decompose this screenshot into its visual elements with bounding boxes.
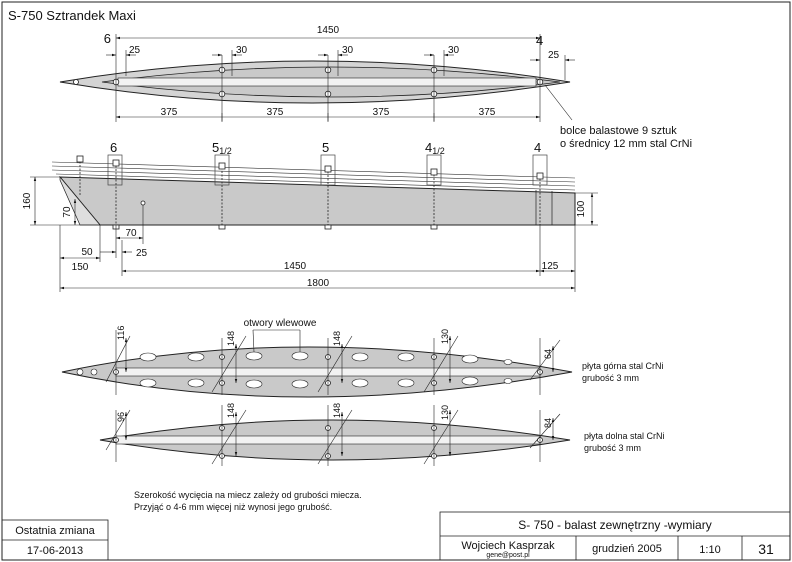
top-dim-375: 375 xyxy=(373,107,390,118)
upper-dim-148: 148 xyxy=(226,331,236,346)
lower-plate-note-1: płyta dolna stal CrNi xyxy=(584,431,665,441)
remark-line-1: Szerokość wycięcia na miecz zależy od gr… xyxy=(134,490,362,500)
drawing-title: S-750 Sztrandek Maxi xyxy=(8,8,136,23)
lower-dim-130: 130 xyxy=(440,405,450,420)
title-block-heading: S- 750 - balast zewnętrzny -wymiary xyxy=(518,518,711,532)
side-station-4: 4 xyxy=(534,140,541,155)
lower-plate-note-2: grubość 3 mm xyxy=(584,443,641,453)
upper-dim-130: 130 xyxy=(440,329,450,344)
side-dim-50: 50 xyxy=(81,247,93,258)
top-dim-30-a: 30 xyxy=(236,45,248,56)
side-view: 6 51/2 5 41/2 4 1 xyxy=(22,140,598,292)
top-dim-375: 375 xyxy=(161,107,178,118)
lower-plate: 96 148 148 130 84 płyta dolna stal CrNi … xyxy=(99,403,665,466)
side-view-bolts xyxy=(76,155,544,230)
top-dim-30-c: 30 xyxy=(448,45,460,56)
side-station-4-half: 41/2 xyxy=(425,140,445,156)
last-change-label: Ostatnia zmiana xyxy=(15,525,95,537)
title-block-scale: 1:10 xyxy=(699,544,720,556)
top-station-6: 6 xyxy=(104,31,111,46)
side-dim-125: 125 xyxy=(542,261,559,272)
side-station-5-half: 51/2 xyxy=(212,140,232,156)
last-change-date: 17-06-2013 xyxy=(27,545,83,557)
side-dim-150: 150 xyxy=(72,262,89,273)
title-block-email: gene@post.pl xyxy=(486,552,530,559)
side-dim-100: 100 xyxy=(576,200,587,217)
title-block-author: Wojciech Kasprzak xyxy=(461,540,555,552)
side-dim-1450: 1450 xyxy=(284,261,307,272)
upper-plate-filler-holes xyxy=(76,351,513,389)
filler-holes-callout: otwory wlewowe xyxy=(244,318,317,329)
top-dim-25-right: 25 xyxy=(548,50,560,61)
lower-dim-148: 148 xyxy=(226,403,236,418)
top-station-4: 4 xyxy=(536,33,543,48)
top-view-centerboard-slot xyxy=(117,77,537,87)
lower-dim-96: 96 xyxy=(116,412,126,422)
top-dim-25-left: 25 xyxy=(129,45,141,56)
lower-dim-148: 148 xyxy=(332,403,342,418)
upper-dim-148: 148 xyxy=(332,331,342,346)
top-dim-30-b: 30 xyxy=(342,45,354,56)
side-dim-70-vertical: 70 xyxy=(62,206,73,218)
upper-dim-116: 116 xyxy=(116,326,126,340)
remark-line-2: Przyjąć o 4-6 mm więcej niż wynosi jego … xyxy=(134,502,332,512)
upper-plate-note-1: płyta górna stal CrNi xyxy=(582,361,664,371)
top-dim-375: 375 xyxy=(267,107,284,118)
bolt-note-line-2: o średnicy 12 mm stal CrNi xyxy=(560,138,692,150)
bolt-note-leader xyxy=(544,84,573,121)
top-dim-375: 375 xyxy=(479,107,496,118)
last-change-box xyxy=(1,519,109,561)
side-dim-25: 25 xyxy=(136,248,148,259)
side-dim-1800: 1800 xyxy=(307,278,330,289)
side-view-ballast xyxy=(58,176,576,226)
upper-plate: otwory wlewowe 116 148 148 130 64 płyta … xyxy=(61,318,664,398)
side-dim-70-horizontal: 70 xyxy=(125,228,137,239)
title-block xyxy=(439,511,791,561)
side-station-5: 5 xyxy=(322,140,329,155)
upper-plate-note-2: grubość 3 mm xyxy=(582,373,639,383)
side-dim-160: 160 xyxy=(22,192,33,209)
title-block-date: grudzień 2005 xyxy=(592,543,662,555)
title-block-sheet-number: 31 xyxy=(758,541,774,557)
bolt-note-line-1: bolce balastowe 9 sztuk xyxy=(560,125,677,137)
top-dim-1450: 1450 xyxy=(317,25,340,36)
upper-dim-64: 64 xyxy=(543,349,553,359)
top-view: 1450 6 4 25 30 30 30 25 375 375 375 375 xyxy=(59,25,575,122)
side-station-6: 6 xyxy=(110,140,117,155)
lower-dim-84: 84 xyxy=(543,418,553,428)
